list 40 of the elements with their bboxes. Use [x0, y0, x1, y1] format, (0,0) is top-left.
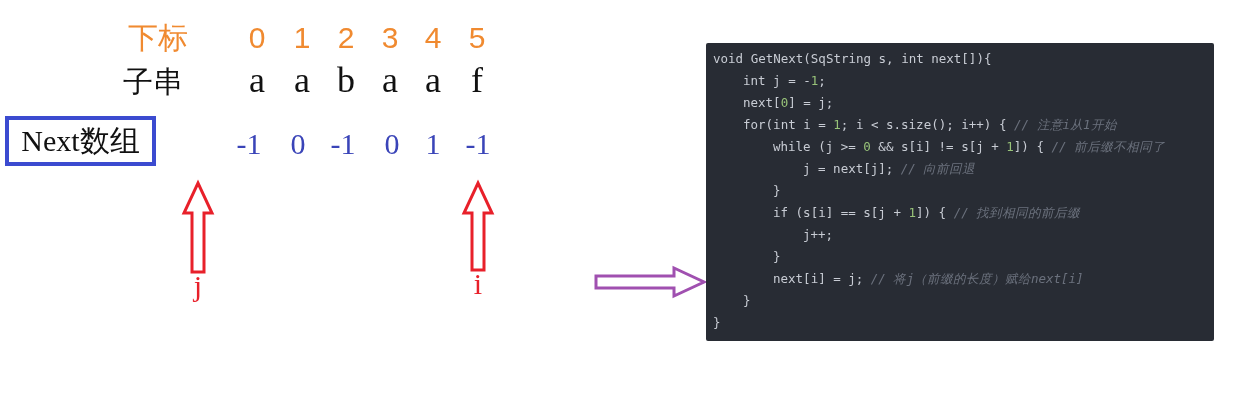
code-line: while (j >= 0 && s[i] != s[j + 1]) { // 前后缀不相同了	[773, 139, 1166, 155]
hollow-arrow	[181, 179, 215, 274]
code-line: next[i] = j; // 将j（前缀的长度）赋给next[i]	[773, 271, 1084, 287]
code-line: for(int i = 1; i < s.size(); i++) { // 注意i从1开始	[743, 117, 1117, 133]
hollow-arrow	[594, 265, 708, 299]
string-char: b	[337, 62, 355, 98]
string-char: a	[249, 62, 265, 98]
index-number: 0	[248, 23, 266, 53]
label-box: Next数组	[5, 116, 156, 166]
code-block	[706, 43, 1214, 341]
index-number: 5	[468, 23, 486, 53]
index-number: 3	[381, 23, 399, 53]
code-line: j = next[j]; // 向前回退	[803, 161, 976, 177]
code-line: }	[773, 183, 781, 199]
index-number: 2	[337, 23, 355, 53]
string-char: a	[294, 62, 310, 98]
code-line: void GetNext(SqString s, int next[]){	[713, 51, 992, 67]
string-char: a	[382, 62, 398, 98]
index-number: 1	[293, 23, 311, 53]
index-number: 4	[424, 23, 442, 53]
next-value: 0	[384, 129, 400, 159]
code-line: next[0] = j;	[743, 95, 834, 111]
pointer-letter: i	[464, 270, 492, 298]
code-line: }	[743, 293, 751, 309]
row-heading: 下标	[128, 23, 188, 53]
pointer-letter: j	[184, 272, 212, 300]
string-char: f	[471, 62, 483, 98]
next-value: -1	[465, 129, 491, 159]
hollow-arrow	[461, 179, 495, 272]
next-value: 1	[425, 129, 441, 159]
code-line: if (s[i] == s[j + 1]) { // 找到相同的前后缀	[773, 205, 1081, 221]
next-value: -1	[236, 129, 262, 159]
next-value: 0	[290, 129, 306, 159]
code-line: j++;	[803, 227, 834, 243]
next-value: -1	[330, 129, 356, 159]
row-heading: 子串	[123, 67, 183, 97]
code-line: }	[713, 315, 721, 331]
code-line: int j = -1;	[743, 73, 826, 89]
string-char: a	[425, 62, 441, 98]
code-line: }	[773, 249, 781, 265]
